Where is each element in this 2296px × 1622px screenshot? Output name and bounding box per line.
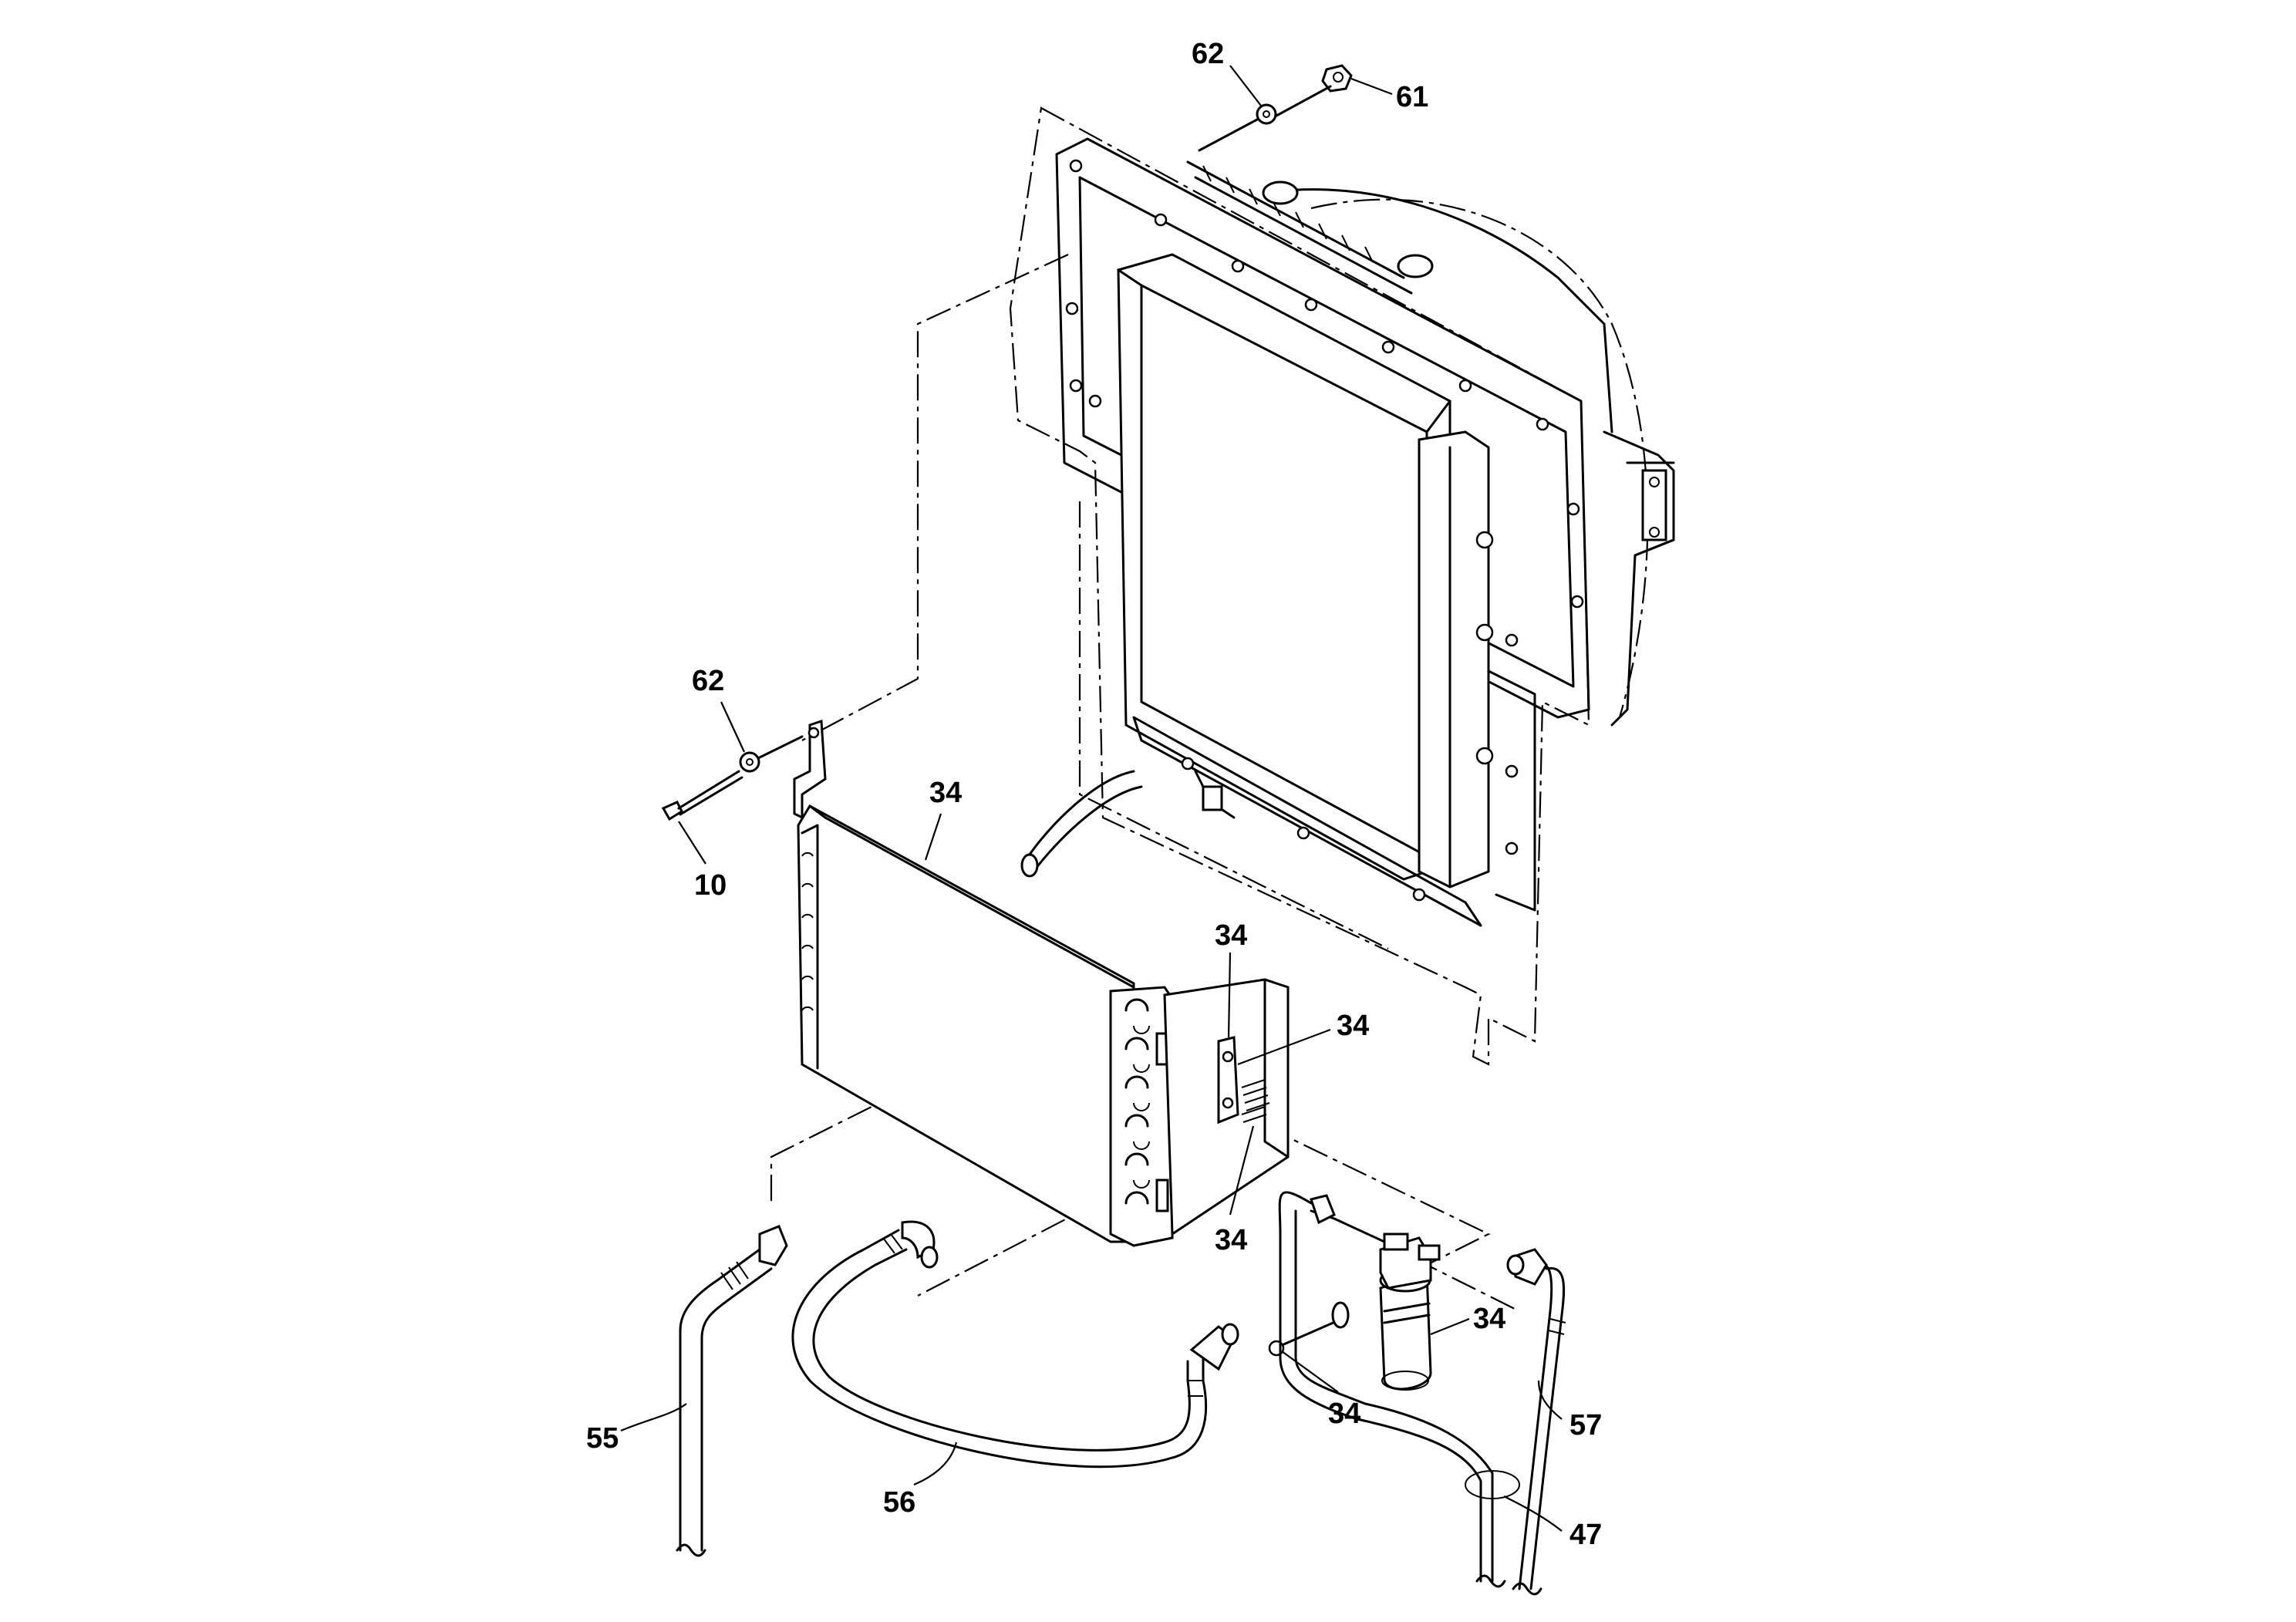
condenser-coils xyxy=(1124,998,1150,1205)
hose-55 xyxy=(676,1225,788,1557)
callout-labels: 62 61 62 10 34 34 34 34 34 34 55 56 57 4… xyxy=(586,38,1602,1551)
callout-56: 56 xyxy=(883,1486,915,1519)
hose-57 xyxy=(1506,1248,1566,1596)
housing-hose xyxy=(1020,770,1143,878)
bolt-10 xyxy=(661,770,743,821)
callout-61: 61 xyxy=(1396,81,1428,113)
callout-34-bracket-bottom: 34 xyxy=(1215,1224,1247,1256)
callout-55: 55 xyxy=(586,1422,619,1455)
callout-10: 10 xyxy=(694,869,727,902)
callout-62-left: 62 xyxy=(692,665,724,697)
callout-34-drier-bolt: 34 xyxy=(1328,1398,1360,1430)
callout-34-condenser: 34 xyxy=(929,777,962,809)
flange-bolts xyxy=(1065,159,1584,647)
callout-34-drier: 34 xyxy=(1473,1303,1505,1335)
callout-34-bracket-right: 34 xyxy=(1337,1010,1369,1042)
hose-47 xyxy=(1278,1191,1520,1588)
receiver-drier xyxy=(1268,1194,1441,1391)
radiator-housing xyxy=(1009,106,1590,1066)
callout-34-bracket-top: 34 xyxy=(1215,919,1247,952)
callout-62-top: 62 xyxy=(1192,38,1224,70)
bolt-61 xyxy=(1198,64,1353,152)
leader-lines xyxy=(620,65,1563,1532)
left-mounting-bracket xyxy=(793,719,827,820)
callout-47: 47 xyxy=(1569,1519,1602,1551)
callout-57: 57 xyxy=(1569,1409,1602,1442)
fan-shroud xyxy=(1263,188,1675,727)
radiator-core xyxy=(1117,253,1536,927)
washer-62-top xyxy=(1256,103,1277,125)
hose-56 xyxy=(791,1220,1239,1469)
condenser xyxy=(797,804,1290,1247)
washer-62-left xyxy=(739,735,804,773)
